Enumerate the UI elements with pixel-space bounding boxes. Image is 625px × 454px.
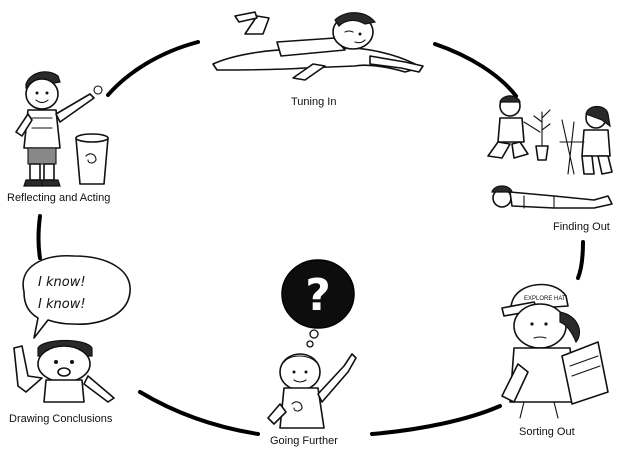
speech-bubble-line2: I know! xyxy=(38,297,86,312)
arc-tuning-to-finding xyxy=(433,42,518,98)
drawing-conclusions-illustration: I know! I know! xyxy=(13,255,131,403)
going-further-illustration: ? xyxy=(267,259,357,429)
arc-going-to-sorting xyxy=(370,404,502,436)
arc-finding-to-sorting xyxy=(576,240,585,280)
tuning-in-illustration xyxy=(212,11,424,81)
arc-reflecting-to-drawing xyxy=(36,214,42,260)
label-reflecting-and-acting: Reflecting and Acting xyxy=(7,192,111,204)
speech-bubble-line1: I know! xyxy=(38,275,86,290)
label-finding-out: Finding Out xyxy=(553,221,610,233)
sorting-out-illustration: EXPLORE HAT xyxy=(501,283,609,419)
reflecting-and-acting-illustration xyxy=(15,71,109,187)
arc-tuning-to-reflecting xyxy=(106,40,200,97)
arc-drawing-to-going xyxy=(138,390,260,436)
finding-out-illustration xyxy=(487,95,613,209)
cap-text: EXPLORE HAT xyxy=(524,296,566,302)
label-tuning-in: Tuning In xyxy=(291,96,337,108)
speech-bubble xyxy=(22,255,131,339)
label-going-further: Going Further xyxy=(270,435,338,447)
label-sorting-out: Sorting Out xyxy=(519,426,575,438)
question-bubble xyxy=(281,259,355,329)
label-drawing-conclusions: Drawing Conclusions xyxy=(9,413,113,425)
question-mark: ? xyxy=(305,270,331,321)
